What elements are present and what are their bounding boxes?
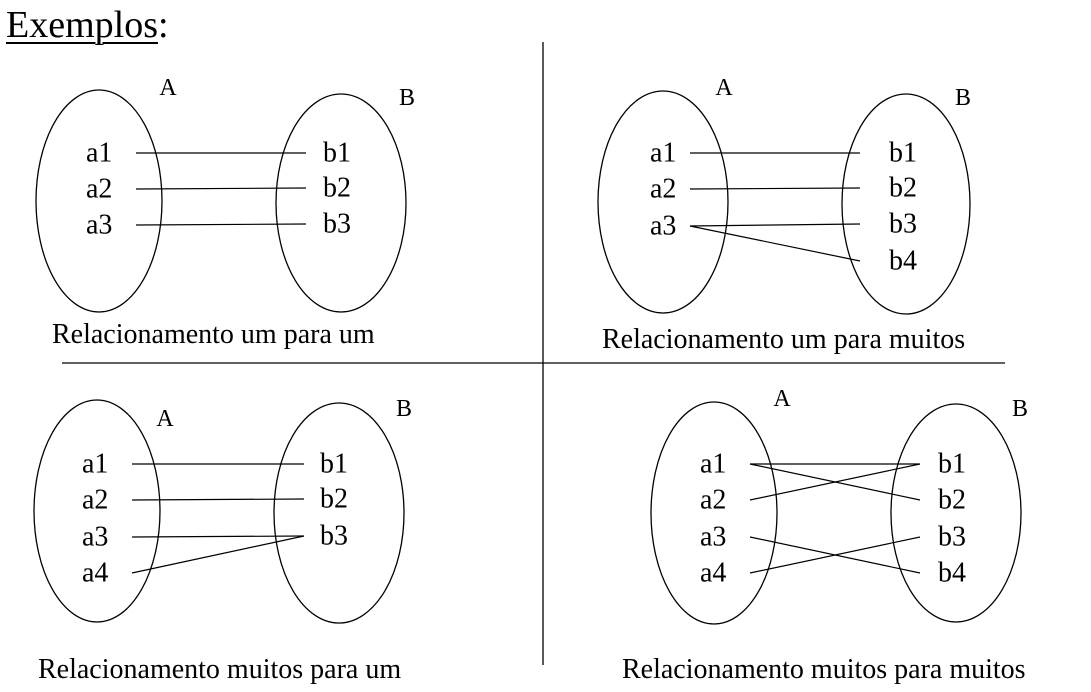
title-word: Exemplos [6, 4, 158, 46]
element-b3: b3 [320, 521, 348, 552]
set-b-ellipse [890, 403, 1022, 623]
mapping-line-a2-b1 [749, 463, 921, 501]
panel-caption: Relacionamento muitos para muitos [622, 654, 1026, 685]
mapping-line-a3-b3 [131, 535, 305, 538]
mapping-line-a2-b2 [131, 498, 305, 501]
mapping-line-a3-b3 [689, 223, 861, 227]
title-colon: : [157, 4, 169, 46]
element-b4: b4 [889, 246, 917, 277]
element-b2: b2 [889, 173, 917, 204]
set-a-ellipse [35, 89, 163, 313]
mapping-line-a2-b2 [135, 187, 307, 190]
panel-caption: Relacionamento muitos para um [38, 654, 401, 685]
element-a2: a2 [86, 174, 112, 205]
element-a4: a4 [700, 558, 726, 589]
set-b-label: B [1012, 396, 1028, 422]
set-a-label: A [773, 386, 791, 412]
element-b3: b3 [938, 522, 966, 553]
element-a2: a2 [650, 174, 676, 205]
set-b-label: B [955, 85, 971, 111]
set-a-label: A [159, 75, 177, 101]
element-a1: a1 [650, 138, 676, 169]
set-a-label: A [156, 406, 174, 432]
element-b1: b1 [320, 449, 348, 480]
mapping-line-a4-b3 [749, 536, 921, 574]
element-a1: a1 [700, 449, 726, 480]
element-b1: b1 [938, 449, 966, 480]
mapping-line-a2-b2 [689, 187, 861, 190]
mapping-line-a3-b4 [689, 225, 861, 262]
mapping-line-a4-b3 [131, 535, 305, 574]
set-a-label: A [715, 75, 733, 101]
set-a-ellipse [597, 90, 729, 314]
element-a3: a3 [700, 522, 726, 553]
element-a4: a4 [82, 558, 108, 589]
element-b2: b2 [938, 485, 966, 516]
element-b3: b3 [889, 209, 917, 240]
set-b-ellipse [275, 93, 407, 313]
panel-caption: Relacionamento um para muitos [602, 324, 965, 355]
element-a1: a1 [86, 138, 112, 169]
set-b-label: B [399, 85, 415, 111]
element-a2: a2 [700, 485, 726, 516]
set-a-ellipse [33, 399, 161, 623]
mapping-line-a3-b3 [135, 223, 307, 226]
page-title: Exemplos: [6, 2, 169, 48]
panel-caption: Relacionamento um para um [52, 319, 375, 350]
element-b3: b3 [323, 209, 351, 240]
set-a-ellipse [650, 401, 778, 625]
element-b1: b1 [323, 138, 351, 169]
element-b1: b1 [889, 138, 917, 169]
element-a2: a2 [82, 485, 108, 516]
element-b2: b2 [323, 173, 351, 204]
set-b-ellipse [841, 93, 971, 315]
element-a1: a1 [82, 449, 108, 480]
element-a3: a3 [82, 522, 108, 553]
element-b2: b2 [320, 484, 348, 515]
set-b-ellipse [273, 402, 405, 624]
element-a3: a3 [86, 210, 112, 241]
set-b-label: B [396, 396, 412, 422]
element-a3: a3 [650, 211, 676, 242]
element-b4: b4 [938, 558, 966, 589]
